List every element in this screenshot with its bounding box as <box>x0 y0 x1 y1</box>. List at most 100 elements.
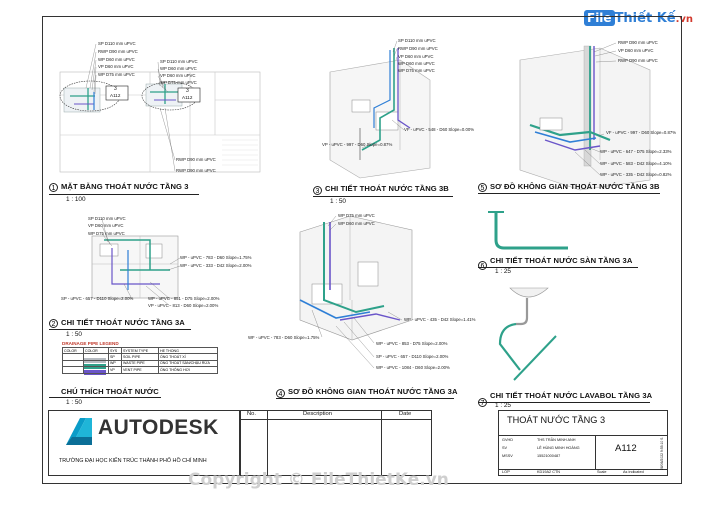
title-block-logo-cell: AUTODESK TRƯỜNG ĐẠI HỌC KIẾN TRÚC THÀNH … <box>48 410 240 476</box>
info-value: THS TRẦN MINH ANH <box>537 438 576 442</box>
rev-divider <box>381 411 382 475</box>
view3-label: WP D60 mm uPVC <box>398 61 435 66</box>
view5-label: RWP D90 mm uPVC <box>618 58 658 63</box>
info-key: SV <box>502 446 508 450</box>
isometric-view-5 <box>519 42 651 191</box>
sheet-info-block: THOÁT NƯỚC TẦNG 3 A112 GVHD THS TRẦN MIN… <box>498 410 668 476</box>
legend-title: DRAINAGE PIPE LEGEND <box>62 341 119 346</box>
rev-header-row <box>241 411 431 420</box>
view-title: MẶT BẰNG THOÁT NƯỚC TẦNG 3 <box>61 182 189 191</box>
view-title: CHI TIẾT THOÁT NƯỚC SÀN TẦNG 3A <box>490 256 633 265</box>
view2-label: VP - uPVC - 813 - D60 Slope=2.00% <box>148 303 219 308</box>
legend-code: VP <box>108 366 122 374</box>
sheet-divider <box>499 469 667 470</box>
view-scale: 1 : 25 <box>495 268 511 275</box>
rev-header-description: Description <box>303 411 332 417</box>
view-title: CHÚ THÍCH THOÁT NƯỚC <box>61 387 159 396</box>
view3-label: RWP D90 mm uPVC <box>398 46 438 51</box>
autodesk-logo-icon <box>66 418 92 445</box>
view5-label: WP - uPVC - 583 - D42 Slope=4.10% <box>600 161 672 166</box>
sheet-name: THOÁT NƯỚC TẦNG 3 <box>507 415 606 425</box>
rev-header-no: No. <box>247 411 257 417</box>
autodesk-logo-text: AUTODESK <box>98 416 219 439</box>
lavabo-view-7 <box>498 287 557 381</box>
legend-vn: ỐNG THOÁT XÍ <box>158 353 218 361</box>
plan-label: RWP D90 mm uPVC <box>176 168 216 173</box>
view3-label: VP D60 mm uPVC <box>398 54 434 59</box>
view4-label: WP - uPVC - 853 - D75 Slope=2.00% <box>376 341 448 346</box>
watermark-suffix: .vn <box>675 14 694 25</box>
view-scale: 1 : 100 <box>66 196 86 203</box>
title-underline <box>313 196 453 197</box>
plan-tag: 3 <box>186 88 189 94</box>
view3-label: VF - uPVC - 548 - D60 Slope=0.00% <box>404 127 475 132</box>
view-title: CHI TIẾT THOÁT NƯỚC LAVABOL TẦNG 3A <box>490 391 653 400</box>
view-number: 5 <box>478 183 487 192</box>
view-title: CHI TIẾT THOÁT NƯỚC TẦNG 3A <box>61 318 185 327</box>
title-underline <box>49 329 191 330</box>
view-number: 2 <box>49 319 58 328</box>
view5-label: VF - uPVC - 997 - D60 Slope=0.87% <box>606 130 677 135</box>
info-key: MSSV <box>502 454 513 458</box>
plan-label: RWP D90 mm uPVC <box>176 157 216 162</box>
view-scale: 1 : 50 <box>66 399 82 406</box>
view5-label: RWP D90 mm uPVC <box>618 40 658 45</box>
print-date-vertical: 28/06/2022 9:55:10 S <box>660 437 664 470</box>
view5-label: VP D60 mm uPVC <box>618 48 654 53</box>
view2-label: WP D75 mm uPVC <box>88 231 125 236</box>
plan-label: WP D60 mm uPVC <box>98 57 135 62</box>
view4-label: WP D75 mm uPVC <box>338 213 375 218</box>
legend-vn: ỐNG THOÁT SÀN/CHẬU RỬA <box>158 359 218 368</box>
detail-view-2 <box>91 218 181 307</box>
view5-label: WP - uPVC - 647 - D75 Slope=2.33% <box>600 149 672 154</box>
plan-label: WP D60 mm uPVC <box>160 66 197 71</box>
rev-divider <box>267 411 268 475</box>
view2-label: WP - uPVC - 783 - D60 Slope=1.75% <box>180 255 252 260</box>
view3-label: WP D75 mm uPVC <box>398 68 435 73</box>
view4-label: WP - uPVC - 1084 - D60 Slope=2.00% <box>376 365 450 370</box>
info-key: LỚP <box>502 470 510 474</box>
floor-drain-view-6 <box>488 211 568 250</box>
plan-label: WP D75 mm uPVC <box>98 72 135 77</box>
rev-header-date: Date <box>399 411 412 417</box>
view-number: 3 <box>313 186 322 195</box>
view4-label: WP D60 mm uPVC <box>338 221 375 226</box>
legend-type: VENT PIPE <box>121 366 159 374</box>
title-underline <box>478 402 650 403</box>
watermark-text: Thiết Kế <box>614 11 676 26</box>
view-number: 1 <box>49 183 58 192</box>
revision-table: No. Description Date <box>240 410 432 476</box>
drawing-sheet <box>42 16 682 484</box>
view2-label: SP D110 mm uPVC <box>88 216 126 221</box>
plan-tag: A112 <box>110 93 121 98</box>
view3-label: SP D110 mm uPVC <box>398 38 436 43</box>
view-scale: 1 : 50 <box>330 198 346 205</box>
view-title: SƠ ĐỒ KHÔNG GIAN THOÁT NƯỚC TẦNG 3A <box>288 387 458 396</box>
title-underline <box>478 267 638 268</box>
info-value: KD19A2 CTN <box>537 470 561 474</box>
school-name: TRƯỜNG ĐẠI HỌC KIẾN TRÚC THÀNH PHỐ HỒ CH… <box>59 458 207 464</box>
view2-label: WP - uPVC - 333 - D42 Slope=2.00% <box>180 263 252 268</box>
view2-label: SP - uPVC - 657 - D110 Slope=2.00% <box>61 296 134 301</box>
view4-label: WF - uPVC - 783 - D60 Slope=1.75% <box>248 335 320 340</box>
sheet-number: A112 <box>615 443 637 454</box>
legend-header: HE THONG <box>158 346 218 355</box>
floor-plan-view-1 <box>59 43 261 173</box>
info-value: LÊ HÙNG MINH HOÀNG <box>537 446 580 450</box>
isometric-view-4 <box>299 215 413 369</box>
sheet-divider <box>595 435 596 469</box>
title-underline <box>276 398 454 399</box>
view-number: 6 <box>478 261 487 270</box>
title-underline <box>49 397 161 398</box>
copyright-watermark: Copyright © FileThietKe.vn <box>188 470 449 490</box>
title-underline <box>49 194 199 195</box>
scale-value: As indicated <box>623 470 644 474</box>
view4-label: WP - uPVC - 435 - D42 Slope=1.41% <box>404 317 476 322</box>
view2-label: VP D60 mm uPVC <box>88 223 124 228</box>
plan-label: SP D110 mm uPVC <box>98 41 136 46</box>
plan-label: WP D75 mm uPVC <box>160 80 197 85</box>
scale-key: Scale <box>597 470 607 474</box>
